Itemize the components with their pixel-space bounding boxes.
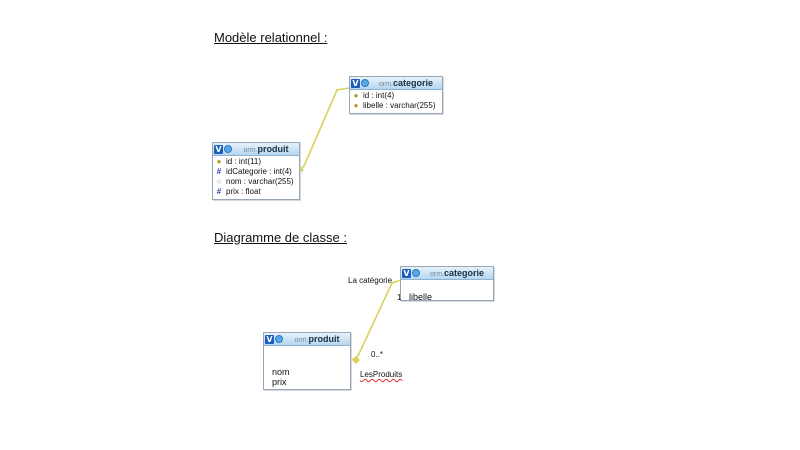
column-label: libelle : varchar(255) bbox=[363, 101, 436, 110]
primary-key-icon: ● bbox=[353, 91, 359, 100]
database-name: orm. bbox=[243, 147, 258, 154]
multiplicity-categorie: 1 bbox=[397, 293, 402, 302]
collapse-toggle-icon[interactable]: V bbox=[402, 268, 411, 278]
class-diagram-heading: Diagramme de classe : bbox=[214, 230, 347, 245]
class-attribute: nom bbox=[272, 367, 290, 377]
primary-key-icon: ● bbox=[216, 157, 222, 166]
collapse-toggle-icon[interactable]: V bbox=[351, 78, 360, 88]
column-row: # idCategorie : int(4) bbox=[215, 167, 297, 177]
database-name: orm. bbox=[294, 337, 309, 344]
column-row: ● id : int(4) bbox=[352, 91, 440, 101]
column-row: # prix : float bbox=[215, 187, 297, 197]
column-label: prix : float bbox=[226, 187, 261, 196]
primary-key-icon: ● bbox=[353, 101, 359, 110]
class-name: categorie bbox=[443, 268, 485, 278]
gear-icon[interactable] bbox=[224, 145, 232, 153]
relational-model-heading: Modèle relationnel : bbox=[214, 30, 328, 45]
numeric-column-icon: # bbox=[216, 167, 222, 176]
class-attribute: libelle bbox=[409, 292, 433, 302]
multiplicity-produit: 0..* bbox=[371, 350, 384, 359]
collapse-toggle-icon[interactable]: V bbox=[265, 334, 274, 344]
database-name: orm. bbox=[429, 271, 444, 278]
class-name: produit bbox=[308, 334, 340, 344]
table-name: produit bbox=[257, 144, 289, 154]
column-label: id : int(11) bbox=[226, 157, 261, 166]
relational-categorie-table[interactable]: V orm.categorie ● id : int(4) ● libelle … bbox=[349, 76, 443, 114]
gear-icon[interactable] bbox=[412, 269, 420, 277]
database-name: orm. bbox=[378, 81, 393, 88]
class-header[interactable]: V orm.categorie bbox=[401, 267, 493, 280]
class-produit-box[interactable]: V orm.produit nom prix bbox=[263, 332, 351, 390]
table-header[interactable]: V orm.categorie bbox=[350, 77, 442, 90]
numeric-column-icon: # bbox=[216, 187, 222, 196]
class-header[interactable]: V orm.produit bbox=[264, 333, 350, 346]
column-label: idCategorie : int(4) bbox=[226, 167, 292, 176]
collapse-toggle-icon[interactable]: V bbox=[214, 144, 223, 154]
index-icon: ○ bbox=[216, 177, 222, 186]
class-categorie-box[interactable]: V orm.categorie libelle bbox=[400, 266, 494, 302]
column-row: ● libelle : varchar(255) bbox=[352, 101, 440, 111]
role-label-categorie: La catégorie bbox=[348, 276, 393, 285]
table-name: categorie bbox=[392, 78, 434, 88]
gear-icon[interactable] bbox=[361, 79, 369, 87]
column-label: id : int(4) bbox=[363, 91, 395, 100]
relational-produit-table[interactable]: V orm.produit ● id : int(11) # idCategor… bbox=[212, 142, 300, 200]
association-link bbox=[351, 279, 402, 364]
gear-icon[interactable] bbox=[275, 335, 283, 343]
class-attribute: prix bbox=[272, 377, 287, 387]
column-row: ○ nom : varchar(255) bbox=[215, 177, 297, 187]
relational-link bbox=[296, 87, 350, 174]
column-row: ● id : int(11) bbox=[215, 157, 297, 167]
table-header[interactable]: V orm.produit bbox=[213, 143, 299, 156]
column-label: nom : varchar(255) bbox=[226, 177, 294, 186]
role-label-produit: LesProduits bbox=[360, 370, 403, 379]
